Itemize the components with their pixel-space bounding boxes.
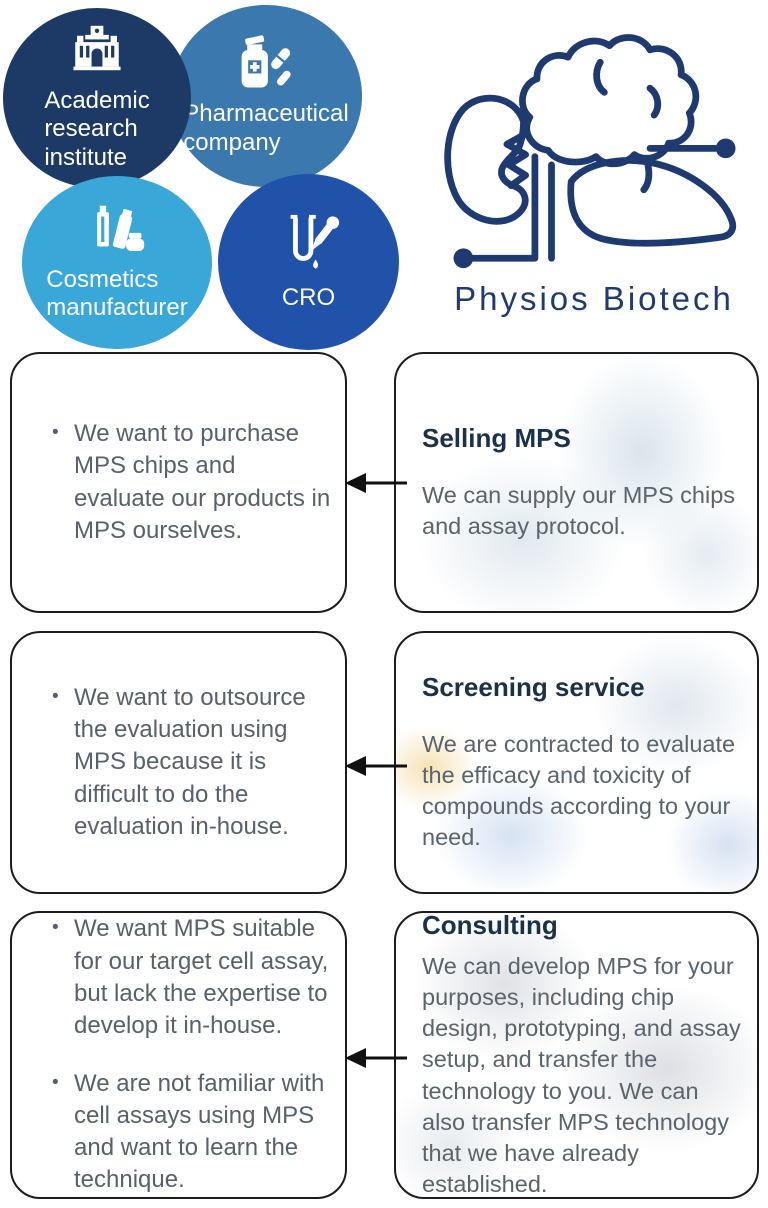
service-description: We can supply our MPS chips and assay pr… xyxy=(422,481,736,539)
service-description: We can develop MPS for your purposes, in… xyxy=(422,952,741,1198)
service-box-consulting: Consulting We can develop MPS for your p… xyxy=(394,909,759,1199)
customer-need-item: We want to purchase MPS chips and evalua… xyxy=(48,417,331,547)
customer-needs-box-consulting: We want MPS suitable for our target cell… xyxy=(10,911,347,1199)
segment-label: Pharmaceutical company xyxy=(183,100,349,156)
medicine-bottle-pills-icon xyxy=(241,35,291,88)
service-box-screening-service: Screening service We are contracted to e… xyxy=(394,631,759,894)
customer-needs-box-selling: We want to purchase MPS chips and evalua… xyxy=(10,352,347,613)
arrow-left-icon xyxy=(345,1048,407,1068)
service-title: Screening service xyxy=(422,671,645,702)
customer-need-item: We are not familiar with cell assays usi… xyxy=(48,1067,331,1197)
segment-pharmaceutical-company: Pharmaceutical company xyxy=(170,5,362,187)
segment-academic-research-institute: Academic research institute xyxy=(3,8,191,188)
brand-logo: Physios Biotech xyxy=(428,26,760,318)
organs-circuit-logo-icon xyxy=(444,34,737,269)
segment-label: Cosmetics manufacturer xyxy=(46,265,188,321)
customer-need-item: We want to outsource the evaluation usin… xyxy=(48,681,331,843)
service-box-selling-mps: Selling MPS We can supply our MPS chips … xyxy=(394,352,759,613)
cosmetics-products-icon xyxy=(97,205,145,251)
arrow-left-icon xyxy=(345,473,407,493)
brand-name: Physios Biotech xyxy=(454,280,734,317)
service-title: Consulting xyxy=(422,909,558,940)
customer-need-item: We want MPS suitable for our target cell… xyxy=(48,912,331,1042)
segment-cosmetics-manufacturer: Cosmetics manufacturer xyxy=(22,176,212,349)
segment-label: Academic research institute xyxy=(44,87,150,171)
test-tube-dropper-icon xyxy=(290,214,339,269)
customer-needs-box-screening: We want to outsource the evaluation usin… xyxy=(10,631,347,894)
arrow-left-icon xyxy=(345,756,407,776)
service-title: Selling MPS xyxy=(422,422,571,453)
segment-cro: CRO xyxy=(218,174,399,350)
segment-label: CRO xyxy=(281,283,336,311)
service-description: We are contracted to evaluate the effica… xyxy=(422,730,736,851)
university-building-icon xyxy=(73,26,121,71)
